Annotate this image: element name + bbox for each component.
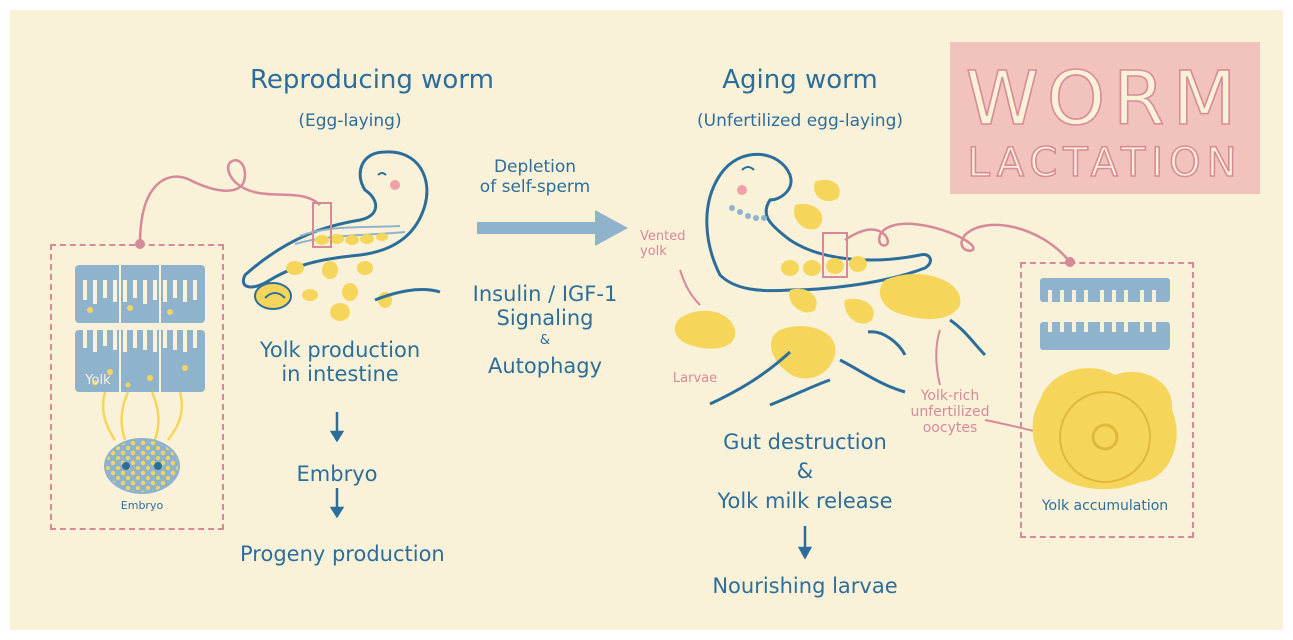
factor2: Autophagy [485,354,605,378]
left-step3: Progeny production [240,542,440,566]
right-step1: Gut destruction & Yolk milk release [700,428,910,516]
inset-yolk-label: Yolk [78,374,118,389]
larvae-label: Larvae [665,372,725,387]
left-subheading: (Egg-laying) [290,112,410,132]
left-step2: Embryo [287,462,387,486]
yolk-accumulation-icon [1033,368,1177,489]
left-heading: Reproducing worm [250,66,450,96]
eggs-icon [286,261,392,321]
left-connector-curl [140,160,320,244]
left-connector-dot [135,239,145,249]
right-step2: Nourishing larvae [705,574,905,598]
right-connector-curl [845,224,1070,262]
amp: & [535,334,555,349]
yolk-accumulation-label: Yolk accumulation [1030,498,1180,514]
vented-yolk-label: Vented yolk [640,230,700,260]
yolk-arrows-icon [103,392,182,440]
arrow-label: Depletion of self-sperm [470,158,600,197]
early-embryo-icon [255,283,291,309]
depletion-arrow-icon [477,210,628,246]
right-subheading: (Unfertilized egg-laying) [680,112,920,132]
right-heading: Aging worm [715,66,885,96]
inset-embryo-label: Embryo [112,500,172,513]
right-flow-arrow [800,526,810,557]
oocytes-label: Yolk-rich unfertilized oocytes [905,388,995,436]
factor1: Insulin / IGF-1 Signaling [470,282,620,330]
left-step1: Yolk production in intestine [240,338,440,386]
right-inset-cells-icon [1040,278,1170,350]
